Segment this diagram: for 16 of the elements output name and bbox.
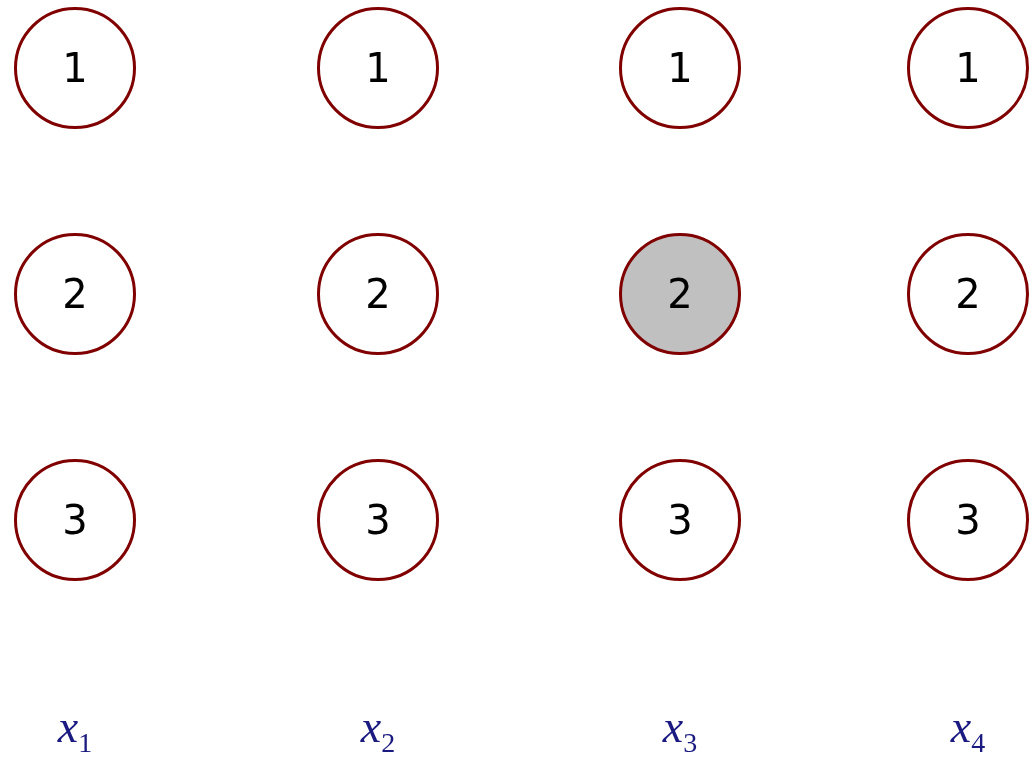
state-number: 2 (955, 271, 981, 317)
state-number: 3 (955, 497, 981, 543)
state-number: 3 (667, 497, 693, 543)
state-number: 1 (62, 45, 88, 91)
state-number: 1 (667, 45, 693, 91)
state-number: 1 (365, 45, 391, 91)
variable-label: x$_{1}$ (57, 700, 93, 760)
state-number: 3 (365, 497, 391, 543)
state-number: 1 (955, 45, 981, 91)
variable-label: x$_{3}$ (662, 700, 698, 760)
state-number: 3 (62, 497, 88, 543)
state-number: 2 (365, 271, 391, 317)
variable-label: x$_{2}$ (360, 700, 396, 760)
state-number: 2 (62, 271, 88, 317)
state-number: 2 (667, 271, 693, 317)
variable-label: x$_{4}$ (950, 700, 986, 760)
